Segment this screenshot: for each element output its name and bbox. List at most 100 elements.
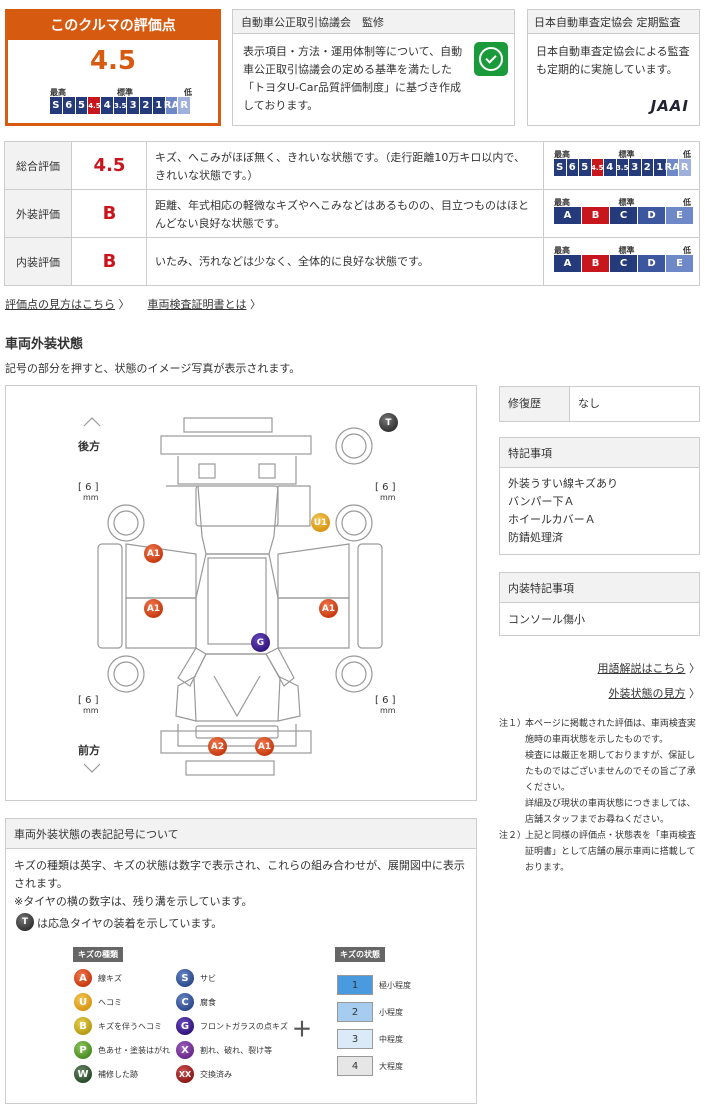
scale-std: 標準 — [117, 88, 133, 97]
mark-a1-front[interactable]: A1 — [255, 737, 274, 756]
tire-mm-front-right: mm — [379, 706, 396, 715]
legend-p2: ※タイヤの横の数字は、残り溝を示しています。 — [14, 895, 253, 908]
scale-step: 4 — [101, 97, 114, 114]
scale-step: 2 — [139, 97, 152, 114]
mark-a1-mid-right[interactable]: A1 — [319, 599, 338, 618]
glossary-link[interactable]: 用語解説はこちら 〉 — [597, 662, 701, 675]
special-title: 特記事項 — [500, 438, 699, 468]
legend-p1: キズの種類は英字、キズの状態は数字で表示され、これらの組み合わせが、展開図中に表… — [14, 859, 465, 890]
rating-scale-step: 4.5 — [591, 159, 603, 176]
note1: 本ページに掲載された評価は、車両検査実施時の車両状態を示したものです。 — [525, 719, 696, 745]
mark-a1-mid-left[interactable]: A1 — [144, 599, 163, 618]
plus-sign: ＋ — [292, 1017, 312, 1041]
mark-a2-front[interactable]: A2 — [208, 737, 227, 756]
tire-depth-front-left: [ 6 ] — [78, 695, 99, 706]
rating-scale-step: D — [638, 207, 665, 224]
kind-b-icon: B — [74, 1017, 92, 1035]
scale-step: S — [50, 97, 62, 114]
score-value: 4.5 — [89, 46, 137, 76]
car-diagram: 後方 前方 [ 6 ]mm [ 6 ]mm [ 6 ]mm [ 6 ]mm T … — [5, 385, 477, 801]
scale-low: 低 — [184, 88, 192, 97]
kind-x-icon: X — [176, 1041, 194, 1059]
tire-mm-front-left: mm — [82, 706, 99, 715]
note2-label: 注２） — [499, 831, 527, 841]
kind-label: 腐食 — [200, 998, 216, 1007]
rating-scale-step: 4 — [604, 159, 616, 176]
exterior-read-link-text[interactable]: 外装状態の見方 — [608, 687, 686, 700]
front-label: 前方 — [78, 744, 100, 757]
exterior-note: 記号の部分を押すと、状態のイメージ写真が表示されます。 — [5, 362, 301, 375]
rating-scale-step: 5 — [579, 159, 591, 176]
kind-g-icon: G — [176, 1017, 194, 1035]
glossary-link-text[interactable]: 用語解説はこちら — [597, 662, 686, 675]
state-title: キズの状態 — [335, 947, 385, 962]
rating-scale-step: B — [582, 255, 609, 272]
state-4-box: 4 — [337, 1056, 373, 1076]
kind-w-icon: W — [74, 1065, 92, 1083]
scale-step: R — [178, 97, 191, 114]
rating-scale-step: 2 — [641, 159, 653, 176]
rating-scale-step: A — [554, 207, 581, 224]
jaai-text: 日本自動車査定協会による監査も定期的に実施しています。 — [536, 45, 690, 76]
kind-c-icon: C — [176, 993, 194, 1011]
scale-step: 3 — [127, 97, 139, 114]
special-item: バンパー下Ａ — [508, 495, 575, 508]
kind-label: サビ — [200, 974, 216, 983]
kind-label: 交換済み — [200, 1070, 232, 1079]
rating-value: B — [73, 190, 147, 237]
rating-label: 外装評価 — [5, 190, 72, 237]
mark-g-windshield[interactable]: G — [251, 633, 270, 652]
scale-std: 標準 — [618, 150, 635, 159]
scale-low: 低 — [683, 198, 691, 207]
rating-value: B — [73, 238, 147, 285]
state-label: 大程度 — [379, 1062, 403, 1071]
rating-scale-step: 1 — [654, 159, 666, 176]
rating-scale-step: RA — [665, 159, 680, 176]
exterior-read-link[interactable]: 外装状態の見方 〉 — [608, 687, 701, 700]
scale-high: 最高 — [554, 150, 570, 159]
certificate-link[interactable]: 車両検査証明書とは 〉 — [147, 298, 262, 311]
score-box-title: このクルマの評価点 — [8, 12, 218, 40]
state-label: 極小程度 — [379, 981, 411, 990]
rear-label: 後方 — [78, 440, 100, 453]
jada-header: 自動車公正取引協議会 監修 — [233, 10, 514, 34]
repair-history: 修復歴 なし — [499, 386, 700, 422]
mark-a1-rear-left[interactable]: A1 — [144, 544, 163, 563]
rating-scale-step: D — [638, 255, 665, 272]
rating-scale-step: B — [582, 207, 609, 224]
note1-label: 注１） — [499, 719, 527, 729]
mark-u1-rear-right[interactable]: U1 — [311, 513, 330, 532]
rating-scale-step: R — [679, 159, 691, 176]
kind-label: 補修した跡 — [98, 1070, 138, 1079]
tire-depth-rear-right: [ 6 ] — [375, 482, 396, 493]
note1c: 詳細及び現状の車両状態につきましては、店舗スタッフまでお尋ねください。 — [525, 799, 696, 825]
rating-scale-step: 3.5 — [616, 159, 628, 176]
legend-t-icon: T — [16, 913, 34, 931]
mark-t[interactable]: T — [379, 413, 398, 432]
how-to-read-link-text[interactable]: 評価点の見方はこちら — [5, 298, 115, 311]
jada-logo-icon — [474, 42, 508, 76]
scale-high: 最高 — [554, 246, 570, 255]
rating-scale-step: A — [554, 255, 581, 272]
exterior-title: 車両外装状態 — [5, 337, 84, 352]
scale-step: RA — [164, 97, 179, 114]
tire-depth-front-right: [ 6 ] — [375, 695, 396, 706]
legend-p3: は応急タイヤの装着を示しています。 — [37, 917, 223, 930]
kind-label: キズを伴うヘコミ — [98, 1022, 162, 1031]
rating-scale-step: 6 — [566, 159, 578, 176]
special-item: ホイールカバーＡ — [508, 513, 596, 526]
scale-step: 5 — [75, 97, 88, 114]
rating-scale-step: S — [554, 159, 566, 176]
certificate-link-text[interactable]: 車両検査証明書とは — [147, 298, 247, 311]
scale-step: 3.5 — [114, 97, 126, 114]
interior-special: 内装特記事項 コンソール傷小 — [499, 572, 700, 636]
rating-desc: 距離、年式相応の軽微なキズやへこみなどはあるものの、目立つものはほとんどない良好… — [155, 199, 529, 230]
legend-title: 車両外装状態の表記記号について — [6, 819, 476, 849]
rating-scale-step: E — [666, 207, 693, 224]
how-to-read-link[interactable]: 評価点の見方はこちら 〉 — [5, 298, 130, 311]
